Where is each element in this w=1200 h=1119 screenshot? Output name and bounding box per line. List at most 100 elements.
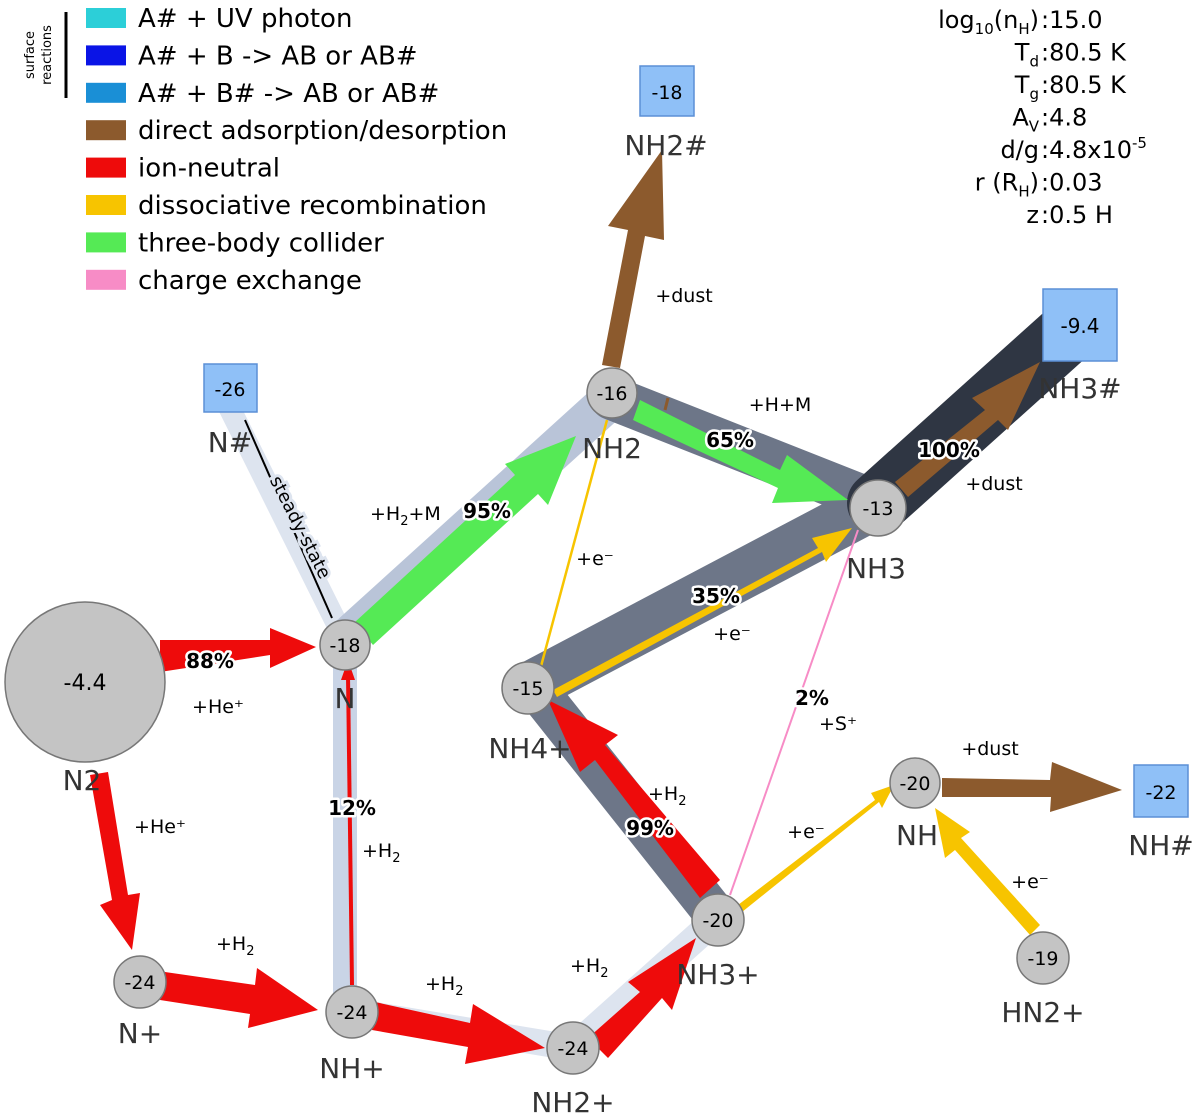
pct-nhp-n: 12% <box>328 796 376 820</box>
node-nhp-value: -24 <box>336 1002 367 1024</box>
param-key: Td​ <box>1014 39 1039 71</box>
label-h2-nhp-nh2p: +H2 <box>425 973 464 999</box>
arrow-hn2p-nh <box>935 808 1040 935</box>
arrow-n2-n <box>160 628 316 672</box>
label-h2-nh2p-nh3p-a: +H <box>570 955 600 977</box>
species-nice-name: N# <box>208 426 252 459</box>
arrow-nh-nhice <box>942 762 1122 812</box>
legend-items: A# + UV photon A# + B -> AB or AB# A# + B#… <box>86 4 507 296</box>
param-key: log10(nH) <box>938 6 1039 38</box>
param-value: :0.5 H <box>1041 201 1113 229</box>
legend-label: A# + B -> AB or AB# <box>138 41 418 71</box>
pct-n2-n: 88% <box>186 649 234 673</box>
node-n2-value: -4.4 <box>64 671 107 696</box>
node-hn2p[interactable] <box>1016 931 1070 985</box>
arrow-nh2-nh2ice <box>602 150 664 368</box>
edge-nice-n <box>244 419 333 619</box>
node-n[interactable] <box>319 619 371 671</box>
node-nice[interactable] <box>203 363 258 413</box>
thin-edges <box>244 397 859 896</box>
legend-label: ion-neutral <box>138 154 280 184</box>
node-hn2p-value: -19 <box>1027 948 1058 970</box>
species-nh3ice-name: NH3# <box>1038 372 1121 405</box>
legend-label: charge exchange <box>138 266 362 296</box>
node-nhp[interactable] <box>325 985 379 1039</box>
flux-band-nh4-nh3 <box>508 478 903 710</box>
label-dust-nh: +dust <box>961 738 1018 760</box>
species-nhice-name: NH# <box>1128 829 1193 862</box>
node-nh3p[interactable] <box>691 893 745 947</box>
legend-label: dissociative recombination <box>138 191 487 221</box>
node-np-value: -24 <box>124 972 155 994</box>
node-n-value: -18 <box>329 635 360 657</box>
label-h2-nhp-n: +H2 <box>362 840 401 866</box>
label-h-m: +H+M <box>749 394 812 416</box>
label-dust-nh3: +dust <box>965 473 1022 495</box>
node-nh3ice[interactable] <box>1042 288 1118 362</box>
label-h2-m-b: +M <box>409 503 441 525</box>
label-s-plus: +S⁺ <box>819 713 857 735</box>
node-nh4p[interactable] <box>501 661 555 715</box>
arrow-nh3p-nh <box>738 785 894 912</box>
node-nhice[interactable] <box>1133 764 1189 818</box>
arrow-nh3-nh3ice <box>895 362 1040 497</box>
pct-n-nh2: 95% <box>463 499 511 523</box>
node-np[interactable] <box>113 955 167 1009</box>
species-names: N2 N N# NH2 NH2# NH3 NH3# NH4+ N+ NH+ NH… <box>63 129 1194 1119</box>
label-he-plus-n2-np: +He⁺ <box>134 816 186 838</box>
label-h2-nhp-nh2p-sub: 2 <box>455 984 463 999</box>
node-nh2ice-value: -18 <box>651 82 682 104</box>
label-dust-nh2: +dust <box>655 285 712 307</box>
species-nh-name: NH <box>896 819 938 852</box>
node-nh2[interactable] <box>586 367 638 419</box>
node-nh2p[interactable] <box>546 1021 600 1075</box>
arrow-n2-np <box>90 772 140 950</box>
edge-nh2-nh4p <box>538 419 609 671</box>
arrow-nh2-nh3 <box>633 400 848 503</box>
node-nice-value: -26 <box>214 379 245 401</box>
label-h2-m: +H2+M <box>370 503 441 529</box>
label-h2-nhp-n-a: +H <box>362 840 392 862</box>
legend-label: A# + UV photon <box>138 4 352 34</box>
node-n2[interactable] <box>4 601 166 763</box>
node-nh[interactable] <box>889 757 941 809</box>
species-hn2p-name: HN2+ <box>1001 996 1084 1029</box>
legend-swatch <box>86 120 126 141</box>
label-h2-m-sub: 2 <box>400 514 408 529</box>
percentage-labels: 88% 12% 95% 65% 35% 100% 99% 2% <box>184 426 983 843</box>
label-h2-np-nhp-a: +H <box>216 933 246 955</box>
arrow-nh2p-nh3p <box>588 938 696 1058</box>
node-nh3[interactable] <box>849 479 907 537</box>
node-nh2ice[interactable] <box>639 65 695 117</box>
legend-swatch <box>86 82 126 103</box>
legend-label: A# + B# -> AB or AB# <box>138 79 439 109</box>
label-e-nh3p: +e⁻ <box>787 821 825 843</box>
edge-nh3-nh3p <box>729 529 859 896</box>
legend-label: direct adsorption/desorption <box>138 116 507 146</box>
species-nh2ice-name: NH2# <box>624 129 707 162</box>
arrow-n-nh2 <box>355 436 576 645</box>
species-n2-name: N2 <box>63 764 102 797</box>
legend-swatch <box>86 232 126 253</box>
arrow-nhp-n <box>346 674 354 986</box>
label-e-nh4: +e⁻ <box>713 623 751 645</box>
legend-swatch <box>86 45 126 66</box>
species-nh4p-name: NH4+ <box>488 732 571 765</box>
circle-nodes <box>4 367 1070 1075</box>
param-key: d/g <box>1000 136 1039 164</box>
label-h2-nh3p-nh4p-a: +H <box>648 783 678 805</box>
pct-nh2-nh3: 65% <box>706 428 754 452</box>
node-nh3ice-value: -9.4 <box>1060 314 1099 338</box>
legend-swatch <box>86 8 126 28</box>
pct-nh3p-nh4p: 99% <box>626 816 674 840</box>
pct-nh3-nh3p: 2% <box>795 686 829 710</box>
label-h2-m-a: +H <box>370 503 400 525</box>
legend-swatch <box>86 157 126 178</box>
param-key: r (RH) <box>975 169 1039 201</box>
species-nh3-name: NH3 <box>846 552 906 585</box>
node-nh2p-value: -24 <box>557 1038 588 1060</box>
param-key: z <box>1026 201 1039 229</box>
param-key: Tg​ <box>1014 71 1039 103</box>
